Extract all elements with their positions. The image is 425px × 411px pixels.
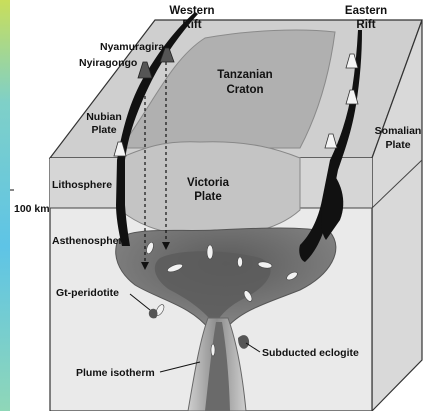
map-strip bbox=[0, 0, 10, 411]
label-lithosphere: Lithosphere bbox=[52, 179, 112, 191]
label-somalian-plate-1: Somalian bbox=[375, 125, 422, 137]
label-asthenosphere: Asthenosphere bbox=[52, 235, 129, 247]
label-nyamuragira: Nyamuragira bbox=[100, 41, 164, 53]
label-nubian-plate-1: Nubian bbox=[86, 111, 122, 123]
label-western-rift-2: Rift bbox=[182, 19, 201, 31]
label-subducted-eclogite: Subducted eclogite bbox=[262, 347, 359, 359]
label-eastern-rift-2: Rift bbox=[356, 19, 375, 31]
label-eastern-rift-1: Eastern bbox=[345, 5, 387, 17]
label-somalian-plate-2: Plate bbox=[385, 139, 410, 151]
label-tanzanian-craton-2: Craton bbox=[226, 84, 263, 96]
label-tanzanian-craton-1: Tanzanian bbox=[217, 69, 272, 81]
label-nyiragongo: Nyiragongo bbox=[79, 57, 137, 69]
label-gt-peridotite: Gt-peridotite bbox=[56, 287, 119, 299]
label-victoria-plate-2: Plate bbox=[194, 191, 222, 203]
label-nubian-plate-2: Plate bbox=[91, 124, 116, 136]
label-western-rift-1: Western bbox=[169, 5, 214, 17]
label-victoria-plate-1: Victoria bbox=[187, 177, 230, 189]
label-100km: 100 km bbox=[14, 203, 50, 215]
label-plume-isotherm: Plume isotherm bbox=[76, 367, 155, 379]
